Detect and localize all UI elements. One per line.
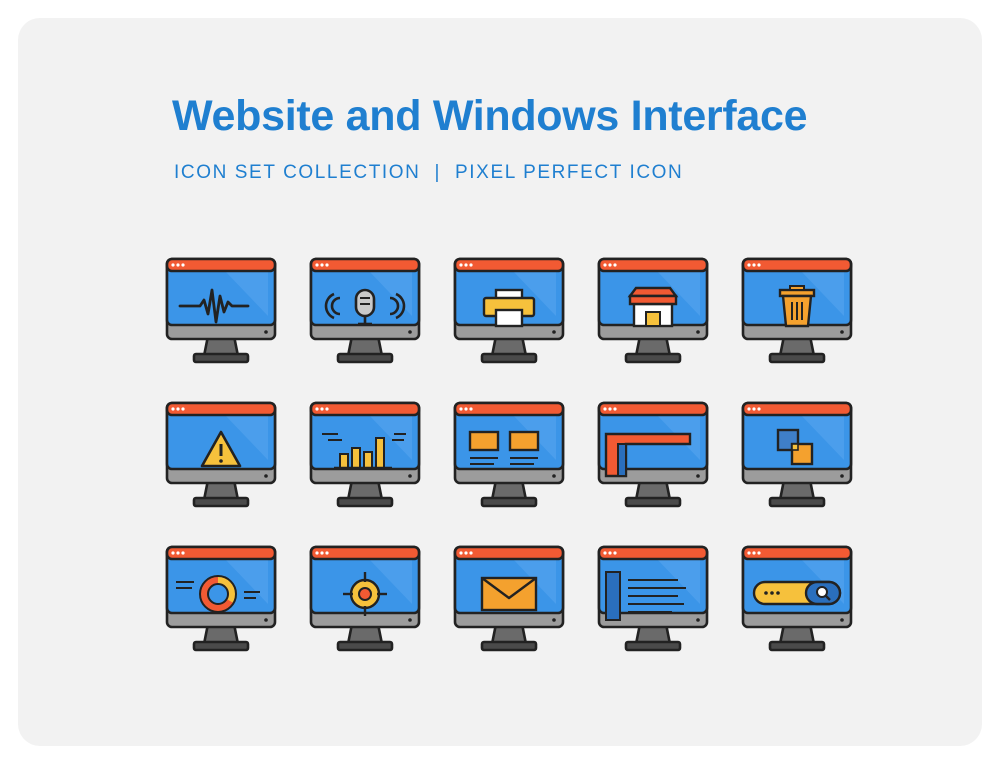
subtitle-right: PIXEL PERFECT ICON [455,162,684,183]
mail-icon [452,544,566,656]
target-icon [308,544,422,656]
text-document-icon [596,544,710,656]
page-title: Website and Windows Interface [172,92,808,140]
bar-chart-icon [308,400,422,512]
page-subtitle: ICON SET COLLECTION | PIXEL PERFECT ICON [174,162,683,184]
icon-grid [164,256,854,666]
microphone-icon [308,256,422,368]
layers-icon [740,400,854,512]
printer-icon [452,256,566,368]
donut-chart-icon [164,544,278,656]
trash-icon [740,256,854,368]
search-bar-icon [740,544,854,656]
subtitle-separator: | [434,162,442,183]
warning-icon [164,400,278,512]
stock-id-label: #300801953 [0,553,5,669]
waveform-icon [164,256,278,368]
window-frame-icon [596,400,710,512]
subtitle-left: ICON SET COLLECTION [174,162,421,183]
shop-icon [596,256,710,368]
layout-blocks-icon [452,400,566,512]
